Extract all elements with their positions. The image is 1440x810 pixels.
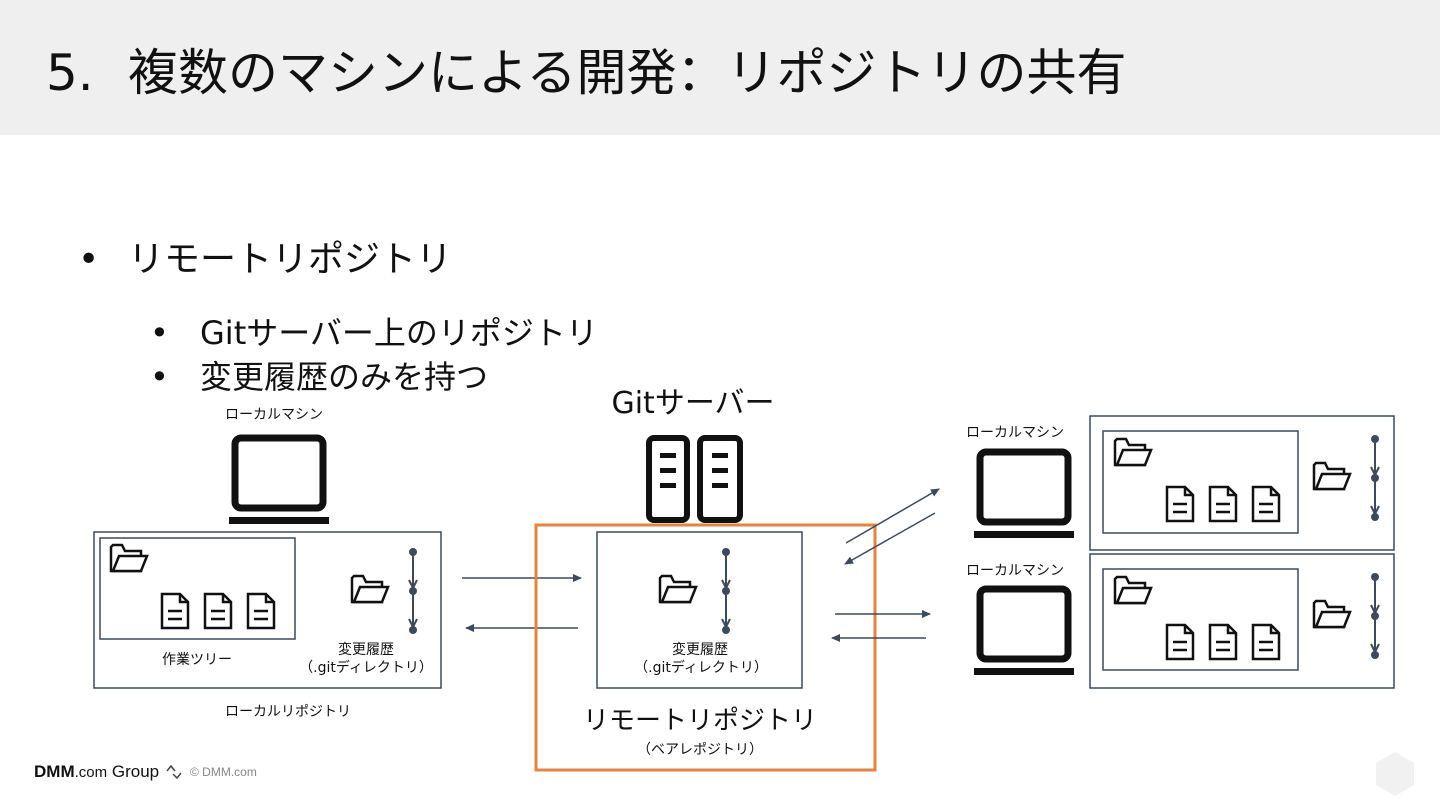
slide-header: 5. 複数のマシンによる開発：リポジトリの共有 [0,0,1440,135]
pull-arrow [844,512,936,565]
bullet-marker: • [78,239,100,280]
local-repo-label: ローカルリポジトリ [225,704,351,720]
working-tree-box [1102,568,1299,671]
laptop-icon [974,452,1074,538]
remote-history-box [596,531,803,689]
git-dir-label: （.gitディレクトリ） [634,660,768,676]
bare-repo-label: （ベアレポジトリ） [637,742,763,758]
local-machine-label: ローカルマシン [966,425,1064,441]
file-icon [246,592,276,630]
commit-history-icon [408,547,418,635]
hexagon-decoration [1376,752,1414,796]
folder-icon [1312,461,1352,491]
local-machine-label: ローカルマシン [225,407,323,423]
slide-title-text: 複数のマシンによる開発：リポジトリの共有 [128,44,1127,102]
bullet-sub-text: Gitサーバー上のリポジトリ [200,314,598,352]
slide-title: 5. 複数のマシンによる開発：リポジトリの共有 [46,40,1127,106]
copyright-text: © DMM.com [190,765,257,779]
laptop-icon [974,589,1074,675]
local-repo-box [93,531,442,689]
local-repo-box [1089,553,1395,689]
folder-icon [109,543,149,573]
slide-number: 5. [46,44,94,102]
file-icon [1165,623,1195,661]
local-repo-box [1089,415,1395,551]
history-label: 変更履歴 [672,642,728,658]
logo-group: Group [111,762,160,781]
history-label: 変更履歴 [338,642,394,658]
file-icon [1251,485,1281,523]
folder-icon [1113,437,1153,467]
bullet-main-text: リモートリポジトリ [128,239,453,280]
bullet-marker: • [150,314,169,352]
commit-history-icon [1370,572,1380,660]
server-icon [646,435,743,523]
dmm-group-logo: DMM.com Group [34,762,159,782]
folder-icon [1312,599,1352,629]
logo-com: .com [74,764,108,781]
remote-repo-label: リモートリポジトリ [582,706,817,736]
file-icon [1251,623,1281,661]
file-icon [160,592,190,630]
bullet-main: • リモートリポジトリ [78,236,452,284]
bullet-sub-1: • Gitサーバー上のリポジトリ [150,312,598,354]
folder-icon [658,574,698,604]
push-arrow [845,488,940,544]
working-tree-label: 作業ツリー [162,652,232,668]
git-server-label: Gitサーバー [611,386,775,421]
file-icon [1208,623,1238,661]
working-tree-box [99,537,296,640]
group-logo-mark [166,764,182,780]
bullet-sub-text: 変更履歴のみを持つ [200,358,489,396]
local-machine-label: ローカルマシン [966,563,1064,579]
remote-repo-highlight [534,523,877,772]
bullet-marker: • [150,358,169,396]
laptop-icon [229,438,329,524]
commit-history-icon [1370,434,1380,522]
bullet-sub-2: • 変更履歴のみを持つ [150,356,488,398]
file-icon [1208,485,1238,523]
logo-main: DMM [34,762,75,781]
folder-icon [1113,575,1153,605]
file-icon [203,592,233,630]
working-tree-box [1102,430,1299,534]
folder-icon [350,574,390,604]
file-icon [1165,485,1195,523]
git-dir-label: （.gitディレクトリ） [299,660,433,676]
commit-history-icon [721,547,731,635]
